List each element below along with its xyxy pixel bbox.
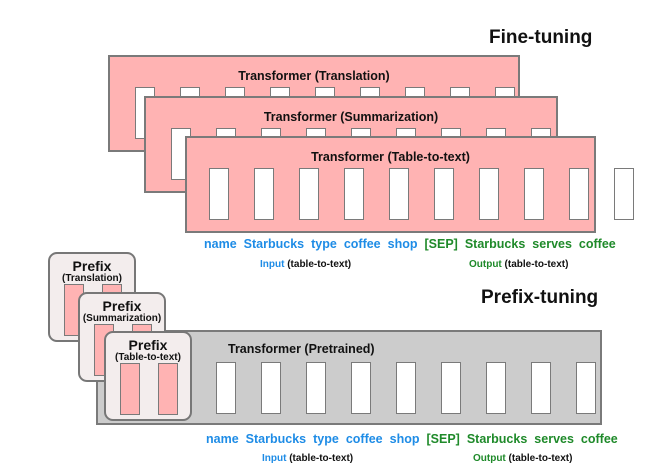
token-slot <box>524 168 544 220</box>
prefix-task: (Table-to-text) <box>115 352 181 363</box>
prefix-vector <box>158 363 178 415</box>
output-detail: (table-to-text) <box>508 453 573 464</box>
input-detail: (table-to-text) <box>289 453 354 464</box>
input-keyword: Input <box>262 453 287 464</box>
token-slot <box>441 362 461 414</box>
input-keyword: Input <box>260 259 285 270</box>
transformer-label: Transformer (Translation) <box>238 69 390 83</box>
prefix-tuning-input-caption: Input (table-to-text) <box>262 453 353 464</box>
input-token: name <box>206 432 239 446</box>
output-token: [SEP] <box>424 237 458 251</box>
token-slot <box>389 168 409 220</box>
fine-tuning-heading: Fine-tuning <box>489 27 593 48</box>
token-slot <box>486 362 506 414</box>
fine-tuning-output-caption: Output (table-to-text) <box>469 259 568 270</box>
output-keyword: Output <box>473 453 506 464</box>
token-slot <box>434 168 454 220</box>
token-slot <box>216 362 236 414</box>
output-token: [SEP] <box>426 432 460 446</box>
input-token: coffee <box>343 237 381 251</box>
token-slot <box>531 362 551 414</box>
output-keyword: Output <box>469 259 502 270</box>
fine-tuning-token-sequence: name Starbucks type coffee shop [SEP] Starbuck… <box>204 237 623 251</box>
output-detail: (table-to-text) <box>504 259 569 270</box>
token-slot <box>351 362 371 414</box>
transformer-label: Transformer (Table-to-text) <box>311 150 470 164</box>
prefix-title: Prefix <box>72 258 112 274</box>
output-token: Starbucks <box>466 432 528 446</box>
token-slot <box>479 168 499 220</box>
fine-tuning-input-caption: Input (table-to-text) <box>260 259 351 270</box>
token-slot <box>569 168 589 220</box>
token-slot <box>614 168 634 220</box>
prefix-tuning-heading: Prefix-tuning <box>481 287 599 308</box>
token-slot <box>396 362 416 414</box>
transformer-label: Transformer (Summarization) <box>263 110 439 124</box>
token-slot <box>306 362 326 414</box>
prefix-title: Prefix <box>102 298 142 314</box>
input-token: Starbucks <box>245 432 307 446</box>
input-token: Starbucks <box>243 237 305 251</box>
input-token: shop <box>387 237 418 251</box>
token-slot <box>261 362 281 414</box>
prefix-tuning-output-caption: Output (table-to-text) <box>473 453 572 464</box>
output-token: coffee <box>578 237 616 251</box>
transformer-table-to-text: Transformer (Table-to-text) <box>185 136 634 233</box>
token-slot <box>254 168 274 220</box>
prefix-table-to-text: Prefix (Table-to-text) <box>104 331 192 421</box>
output-token: serves <box>534 432 574 446</box>
transformer-label: Transformer (Pretrained) <box>228 342 375 356</box>
token-slot <box>576 362 596 414</box>
input-token: shop <box>389 432 420 446</box>
token-slot <box>299 168 319 220</box>
input-token: type <box>311 237 337 251</box>
prefix-task: (Summarization) <box>82 313 162 324</box>
prefix-vector <box>120 363 140 415</box>
token-slot <box>344 168 364 220</box>
prefix-tuning-token-sequence: name Starbucks type coffee shop [SEP] Starbuck… <box>206 432 625 446</box>
input-detail: (table-to-text) <box>287 259 352 270</box>
token-slot <box>209 168 229 220</box>
output-token: serves <box>532 237 572 251</box>
prefix-title: Prefix <box>128 337 168 353</box>
input-token: coffee <box>345 432 383 446</box>
output-token: coffee <box>580 432 618 446</box>
input-token: type <box>313 432 339 446</box>
output-token: Starbucks <box>464 237 526 251</box>
prefix-task: (Translation) <box>61 273 122 284</box>
input-token: name <box>204 237 237 251</box>
